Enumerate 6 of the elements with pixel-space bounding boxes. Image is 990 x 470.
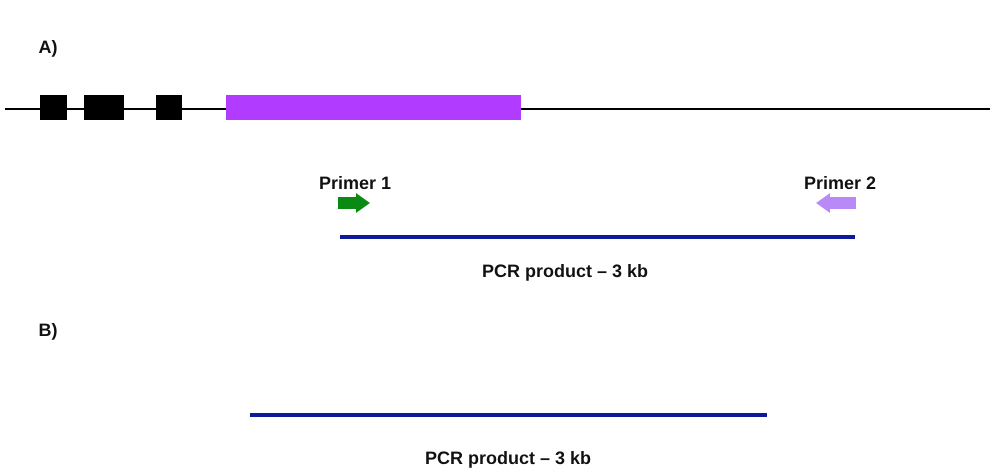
primer-label: Primer 1: [318, 174, 392, 192]
primer-label: Primer 2: [804, 174, 876, 192]
product-label: PCR product – 3 kb: [482, 262, 648, 280]
product-label: PCR product – 3 kb: [424, 449, 592, 467]
panel-label: B): [38, 321, 58, 339]
panel-label: A): [38, 38, 58, 56]
